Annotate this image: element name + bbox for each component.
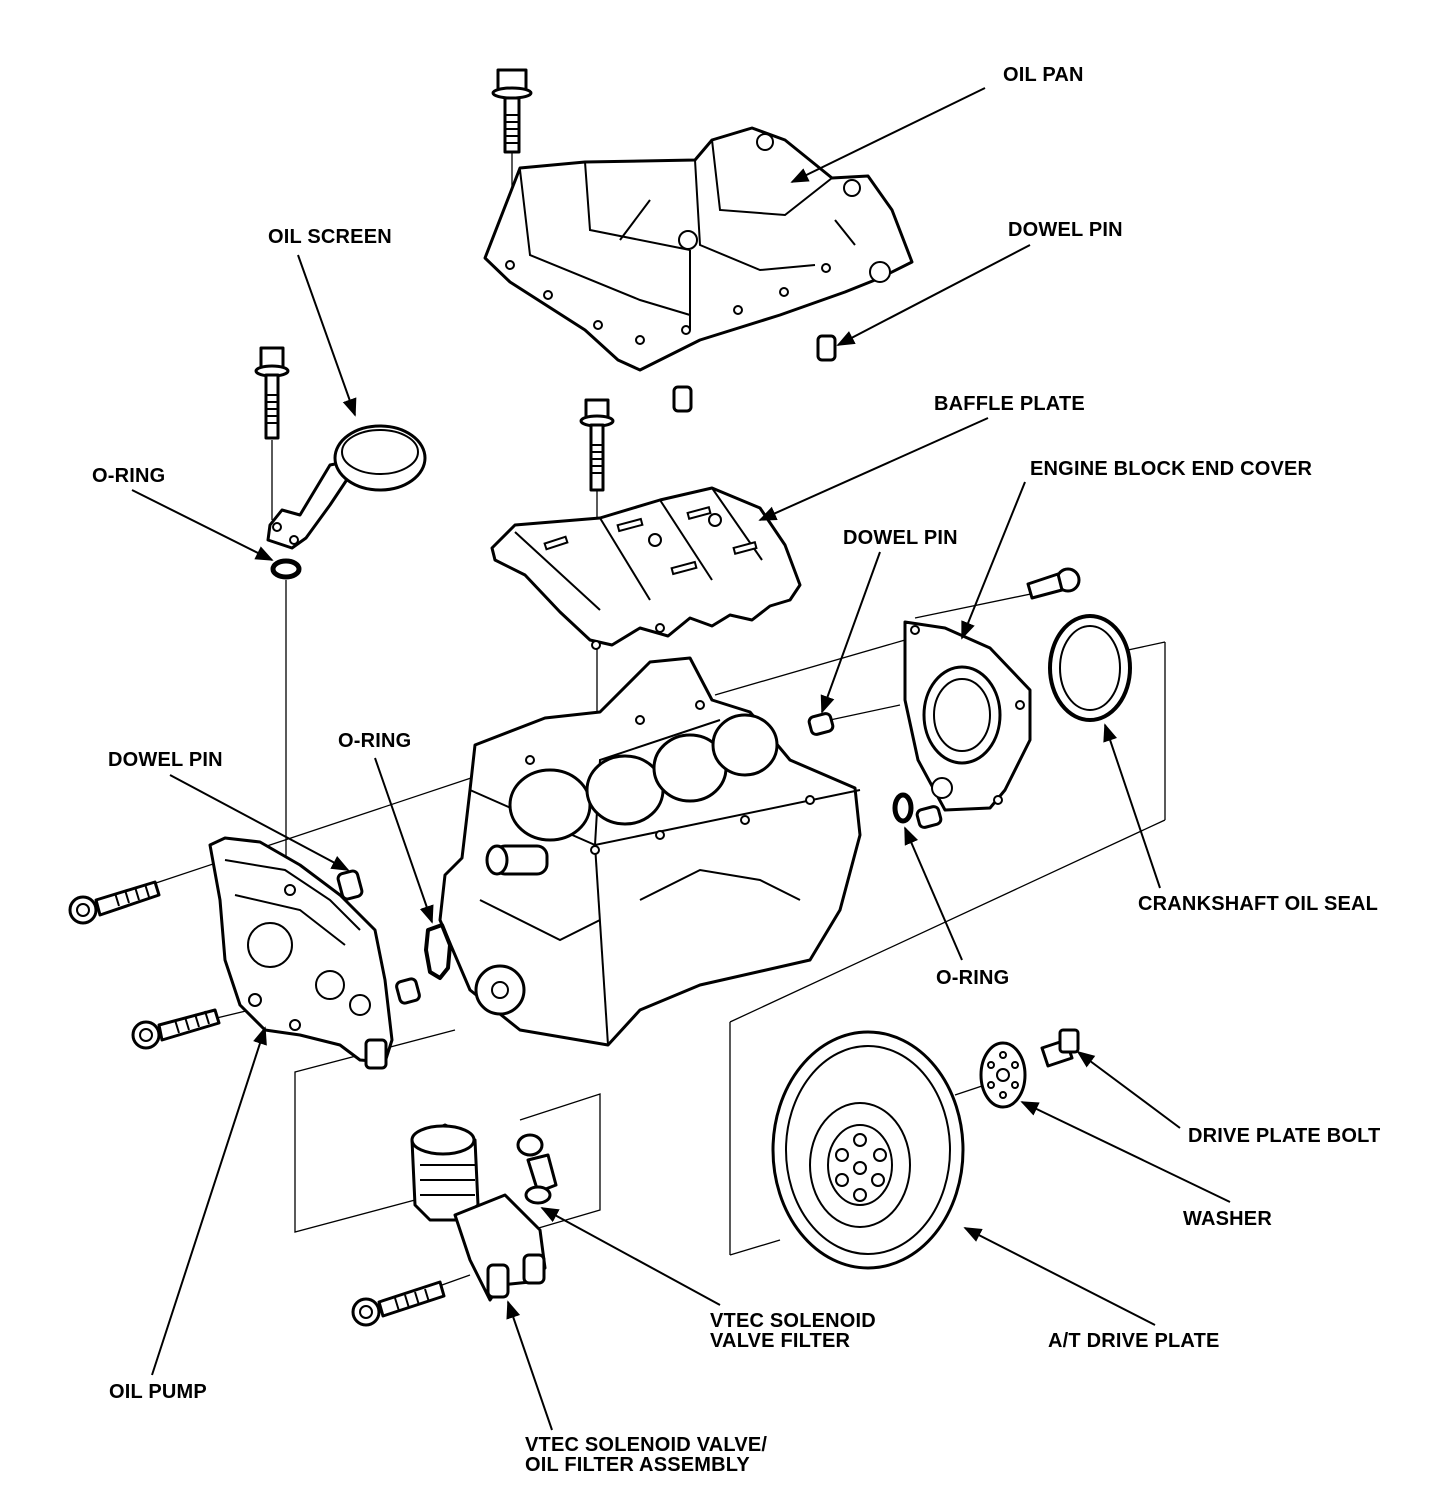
- washer: [979, 1041, 1027, 1109]
- label-vtec-assembly-line2: OIL FILTER ASSEMBLY: [525, 1454, 750, 1476]
- label-engine-block-end-cover: ENGINE BLOCK END COVER: [1030, 458, 1313, 480]
- vtec-oil-filter-assembly: [410, 1123, 547, 1302]
- label-dowel-pin-mid: DOWEL PIN: [843, 527, 958, 549]
- label-oil-pan: OIL PAN: [1003, 64, 1084, 86]
- crankshaft-oil-seal: [1048, 614, 1132, 722]
- dowel-pin-end-cover: [807, 712, 835, 736]
- baffle-plate: [490, 486, 802, 650]
- dowel-pin-end-cover-b: [915, 805, 943, 829]
- label-crankshaft-oil-seal: CRANKSHAFT OIL SEAL: [1138, 893, 1379, 915]
- vtec-solenoid-valve-filter: [516, 1133, 558, 1205]
- dowel-pin-oil-pump-b: [395, 977, 421, 1005]
- label-o-ring-right: O-RING: [936, 967, 1010, 989]
- label-baffle-plate: BAFFLE PLATE: [934, 393, 1085, 415]
- label-oil-pump: OIL PUMP: [109, 1381, 207, 1403]
- oil-pump: [208, 836, 394, 1070]
- label-drive-plate-bolt: DRIVE PLATE BOLT: [1188, 1125, 1381, 1147]
- at-drive-plate: [771, 1030, 965, 1270]
- dowel-pin-oil-pump: [336, 869, 364, 901]
- label-washer: WASHER: [1183, 1208, 1272, 1230]
- label-oil-screen: OIL SCREEN: [268, 226, 392, 248]
- oil-screen: [266, 424, 427, 550]
- label-dowel-pin-top: DOWEL PIN: [1008, 219, 1123, 241]
- o-ring-oil-screen: [270, 558, 302, 580]
- label-vtec-filter-line2: VALVE FILTER: [710, 1330, 851, 1352]
- label-dowel-pin-left: DOWEL PIN: [108, 749, 223, 771]
- vtec-assembly-bolt: [351, 1280, 446, 1327]
- label-o-ring-center: O-RING: [338, 730, 412, 752]
- o-ring-center: [424, 923, 452, 980]
- engine-block-end-cover: [903, 620, 1032, 812]
- engine-block: [438, 656, 862, 1047]
- end-cover-bolt: [1026, 567, 1081, 600]
- oil-screen-bolt: [254, 346, 290, 440]
- oil-pan-bolt: [491, 68, 533, 154]
- label-vtec-assembly-line1: VTEC SOLENOID VALVE/: [525, 1434, 768, 1456]
- oil-pump-bolt-lower: [131, 1008, 221, 1050]
- oil-pump-bolt-upper: [68, 880, 161, 925]
- o-ring-end-cover: [892, 792, 914, 824]
- leader-arrows: [131, 87, 1231, 1431]
- dowel-pin-pan-a: [672, 385, 693, 413]
- alignment-guides: [149, 150, 1166, 1301]
- drive-plate-bolt: [1040, 1028, 1080, 1068]
- label-at-drive-plate: A/T DRIVE PLATE: [1048, 1330, 1220, 1352]
- label-vtec-filter-line1: VTEC SOLENOID: [710, 1310, 876, 1332]
- oil-pan: [483, 126, 914, 372]
- baffle-plate-bolt: [579, 398, 615, 492]
- dowel-pin-pan-b: [816, 334, 837, 362]
- label-o-ring-left: O-RING: [92, 465, 166, 487]
